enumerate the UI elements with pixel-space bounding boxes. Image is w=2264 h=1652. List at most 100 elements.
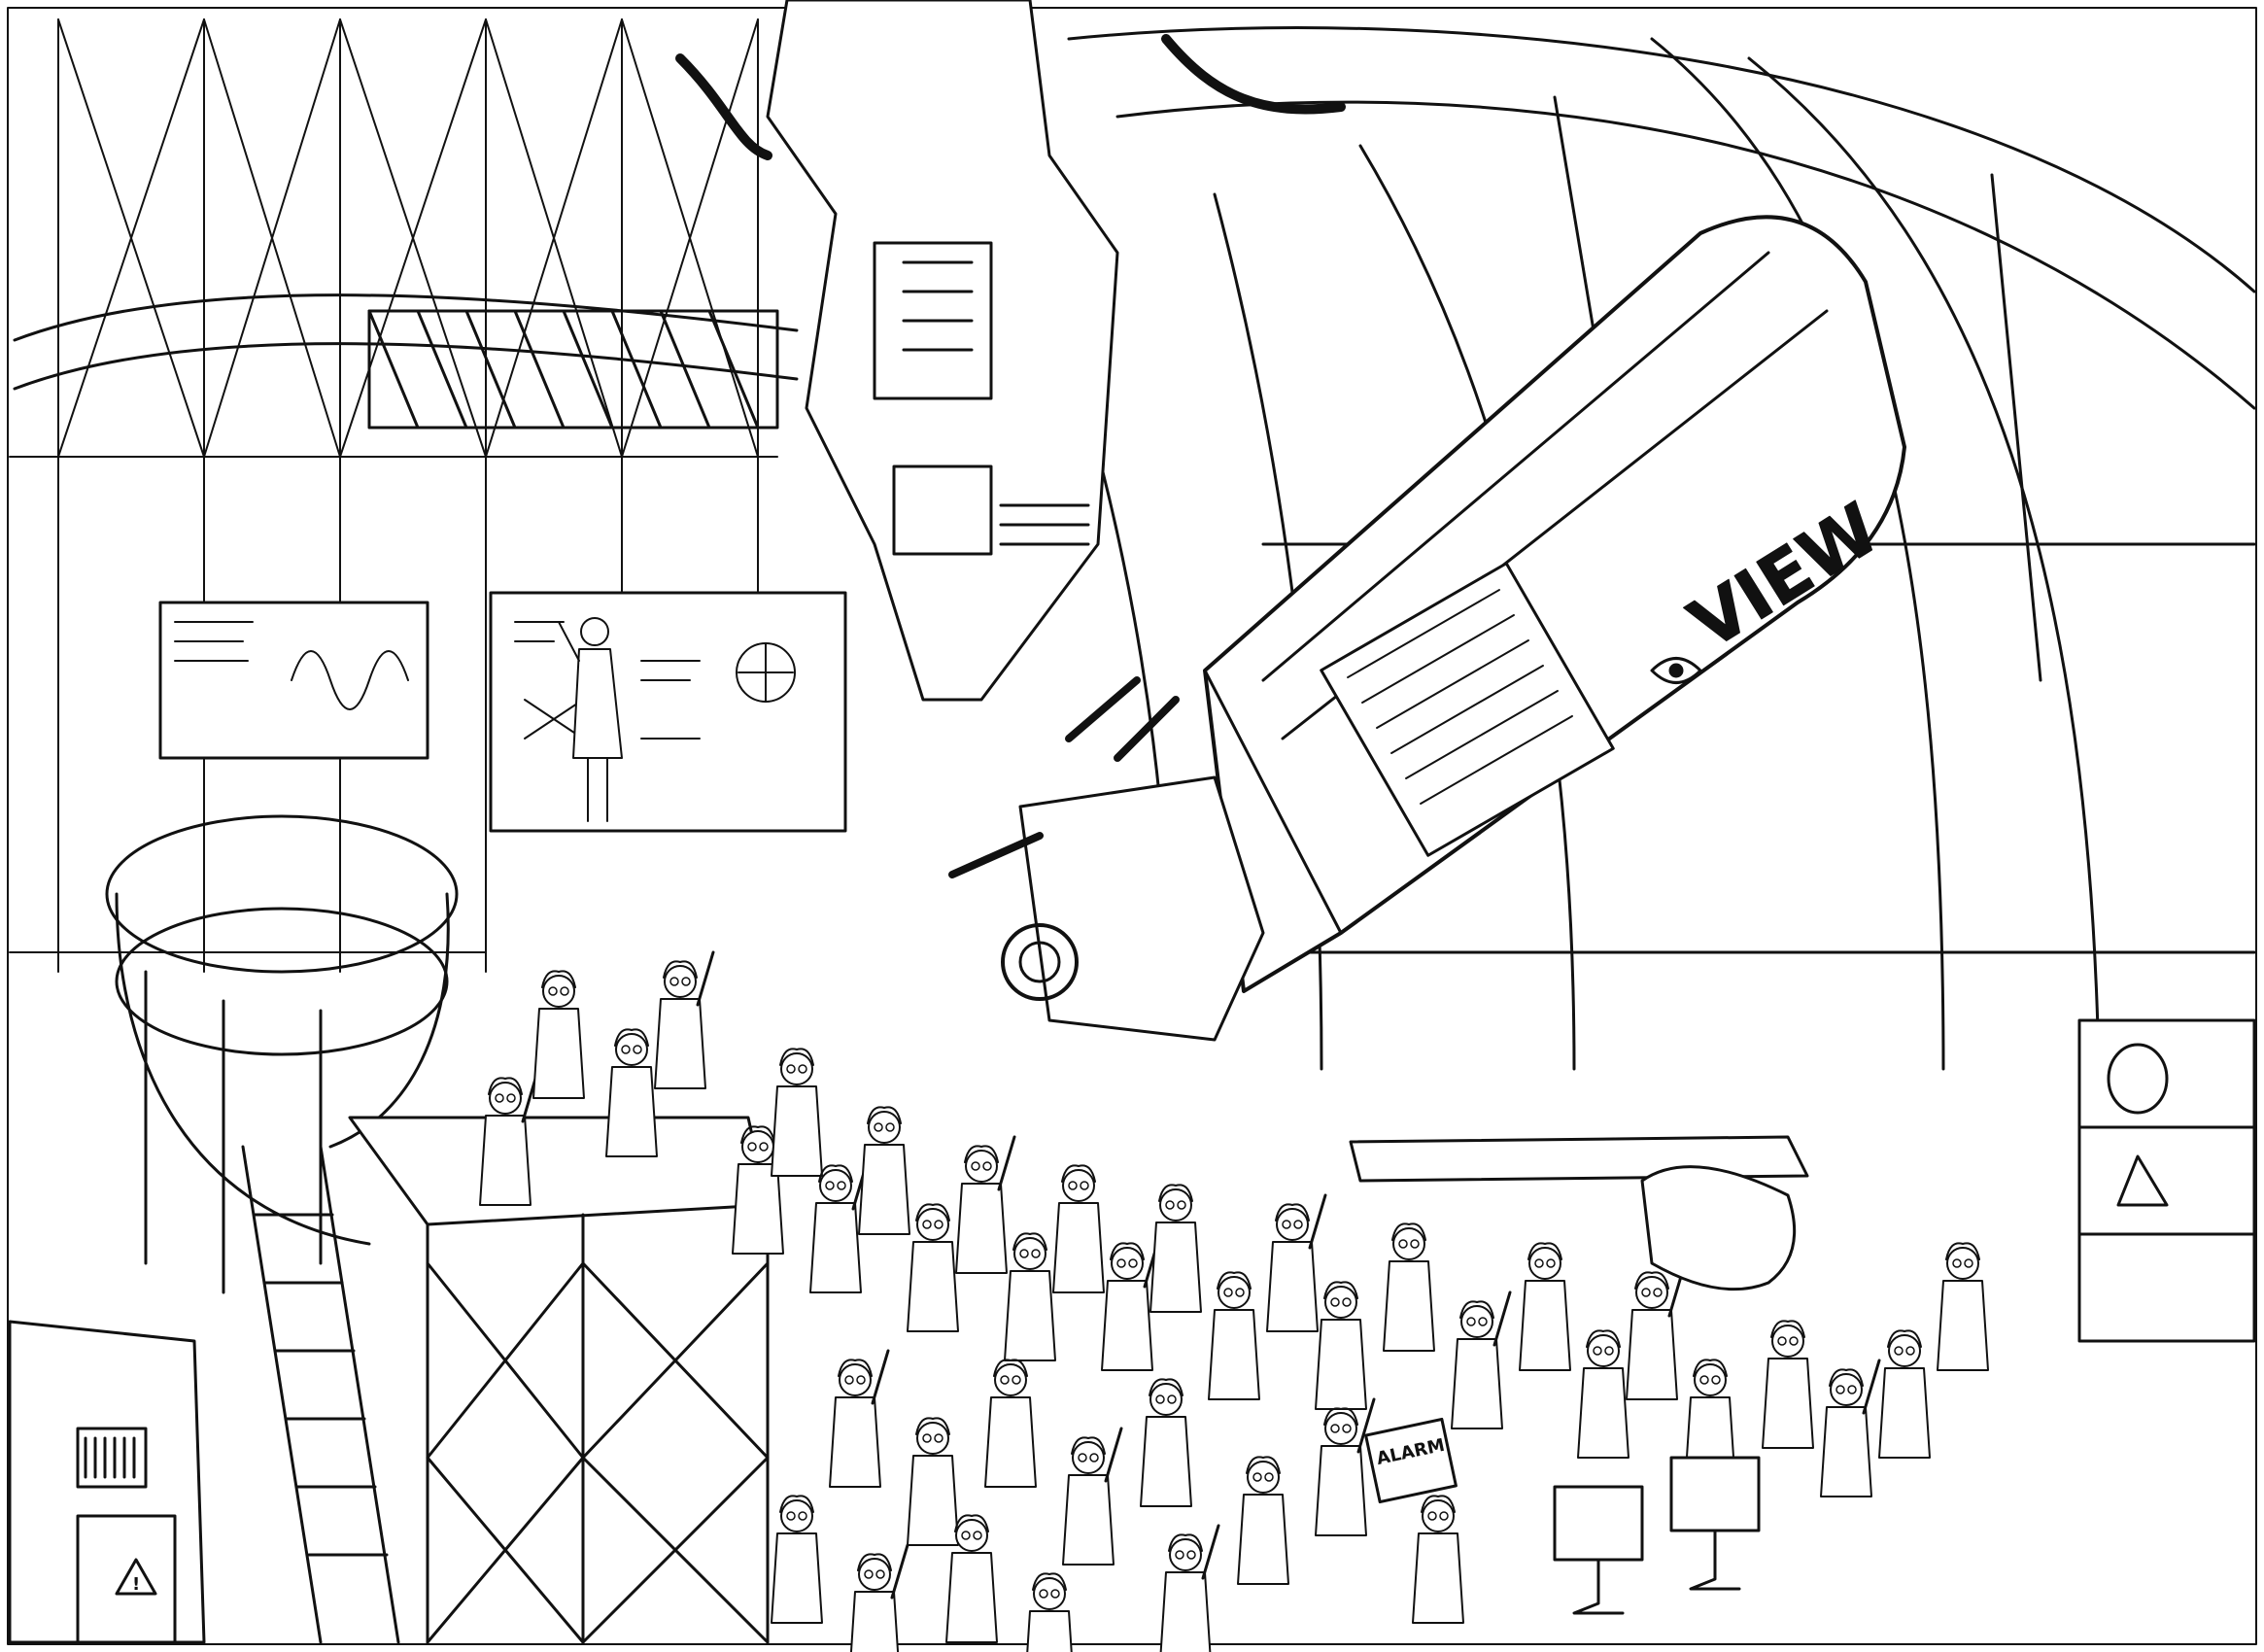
scientist-head bbox=[1392, 1227, 1425, 1260]
scientist-coat bbox=[1519, 1280, 1571, 1371]
scientist-head bbox=[664, 965, 697, 998]
scientist-hair bbox=[838, 1359, 873, 1377]
scientist-glasses bbox=[1427, 1511, 1449, 1521]
scientist-head bbox=[1276, 1208, 1309, 1241]
scientist-glasses bbox=[1952, 1258, 1973, 1268]
scientist-head bbox=[1422, 1499, 1455, 1532]
raised-arm bbox=[1356, 1397, 1376, 1454]
scientist-glasses bbox=[1000, 1375, 1021, 1385]
scientist-glasses bbox=[621, 1045, 642, 1054]
raised-arm bbox=[696, 950, 715, 1007]
scientist-hair bbox=[1770, 1320, 1805, 1338]
scientist-glasses bbox=[669, 977, 691, 986]
scientist-coat bbox=[907, 1455, 959, 1546]
scientist-hair bbox=[818, 1164, 853, 1183]
scientist-glasses bbox=[786, 1064, 807, 1074]
scientist-hair bbox=[740, 1125, 775, 1144]
scientist-hair bbox=[1323, 1407, 1358, 1426]
scientist-hair bbox=[1071, 1436, 1106, 1455]
scientist-coat bbox=[829, 1396, 881, 1488]
scientist-hair bbox=[1945, 1242, 1980, 1260]
scientist-coat bbox=[771, 1532, 823, 1624]
spiral-staircase bbox=[105, 814, 459, 1294]
scientist-glasses bbox=[1330, 1424, 1352, 1433]
scientist-head bbox=[542, 975, 575, 1008]
scientist-coat bbox=[1762, 1358, 1814, 1449]
scientist-glasses bbox=[1068, 1181, 1089, 1190]
scientist-coat bbox=[858, 1144, 910, 1235]
scientist-head bbox=[780, 1499, 813, 1532]
scientist-head bbox=[916, 1208, 949, 1241]
scientist-glasses bbox=[1019, 1249, 1041, 1258]
scientist-coat bbox=[1577, 1367, 1629, 1459]
scientist-coat bbox=[1052, 1202, 1105, 1293]
scientist-coat bbox=[955, 1183, 1008, 1274]
floor-hatch bbox=[1349, 1135, 1809, 1291]
crowd bbox=[479, 950, 1989, 1652]
scientist-head bbox=[1062, 1169, 1095, 1202]
ladder bbox=[241, 1145, 400, 1644]
scientist-glasses bbox=[874, 1122, 895, 1132]
scientist-coat bbox=[1820, 1406, 1872, 1497]
scientist-hair bbox=[1887, 1329, 1922, 1348]
scientist-glasses bbox=[922, 1433, 943, 1443]
scientist-head bbox=[1888, 1334, 1921, 1367]
scientist-head bbox=[1111, 1247, 1144, 1280]
scientist-hair bbox=[1391, 1222, 1426, 1241]
scientist-hair bbox=[993, 1359, 1028, 1377]
raised-arm bbox=[1862, 1359, 1881, 1415]
raised-arm bbox=[890, 1543, 909, 1600]
scientist-coat bbox=[654, 998, 706, 1089]
scientist-coat bbox=[1878, 1367, 1931, 1459]
scientist-glasses bbox=[1039, 1589, 1060, 1599]
scientist-head bbox=[1830, 1373, 1863, 1406]
scientist-hair bbox=[779, 1048, 814, 1066]
scientist-glasses bbox=[1466, 1317, 1488, 1326]
board-scientist bbox=[558, 617, 623, 822]
dome-frame bbox=[970, 26, 2256, 1071]
scientist-head bbox=[1218, 1276, 1251, 1309]
raised-arm bbox=[997, 1135, 1016, 1191]
scientist-glasses bbox=[864, 1569, 885, 1579]
scientist-hair bbox=[1829, 1368, 1864, 1387]
scientist-coat bbox=[1315, 1445, 1367, 1536]
scientist-hair bbox=[1012, 1232, 1047, 1251]
desk-monitors bbox=[1553, 1456, 1761, 1615]
scientist-coat bbox=[732, 1163, 784, 1255]
scientist-hair bbox=[915, 1203, 950, 1222]
chart-board-left bbox=[158, 601, 429, 760]
scientist-glasses bbox=[961, 1531, 982, 1540]
scientist-hair bbox=[1323, 1281, 1358, 1299]
scientist-coat bbox=[771, 1085, 823, 1177]
alarm-sign: ALARM bbox=[1364, 1417, 1458, 1504]
scientist-head bbox=[1072, 1441, 1105, 1474]
scientist-hair bbox=[488, 1077, 523, 1095]
scientist-glasses bbox=[495, 1093, 516, 1103]
scientist-head bbox=[858, 1558, 891, 1591]
scientist-head bbox=[1635, 1276, 1668, 1309]
scientist-coat bbox=[1626, 1309, 1678, 1400]
scientist-hair bbox=[1586, 1329, 1621, 1348]
scientist-head bbox=[1324, 1412, 1357, 1445]
page-border bbox=[7, 7, 2257, 1645]
scientist-glasses bbox=[1534, 1258, 1556, 1268]
scientist-glasses bbox=[825, 1181, 846, 1190]
scientist-head bbox=[489, 1082, 522, 1115]
raised-arm bbox=[1104, 1427, 1123, 1483]
scientist-coat bbox=[1004, 1270, 1056, 1361]
raised-arm bbox=[1201, 1524, 1220, 1580]
specimen-shelves bbox=[2077, 1018, 2256, 1343]
scientist-glasses bbox=[1330, 1297, 1352, 1307]
scientist-head bbox=[1033, 1577, 1066, 1610]
scientist-head bbox=[1587, 1334, 1620, 1367]
scientist-head bbox=[868, 1111, 901, 1144]
scientist-glasses bbox=[844, 1375, 866, 1385]
scientist-coat bbox=[984, 1396, 1037, 1488]
scientist-coat bbox=[1159, 1571, 1212, 1652]
scientist-hair bbox=[954, 1514, 989, 1532]
scientist-coat bbox=[1062, 1474, 1115, 1566]
scientist-hair bbox=[1275, 1203, 1310, 1222]
scientist-head bbox=[916, 1422, 949, 1455]
scientist-glasses bbox=[1175, 1550, 1196, 1560]
scientist-hair bbox=[1634, 1271, 1669, 1290]
